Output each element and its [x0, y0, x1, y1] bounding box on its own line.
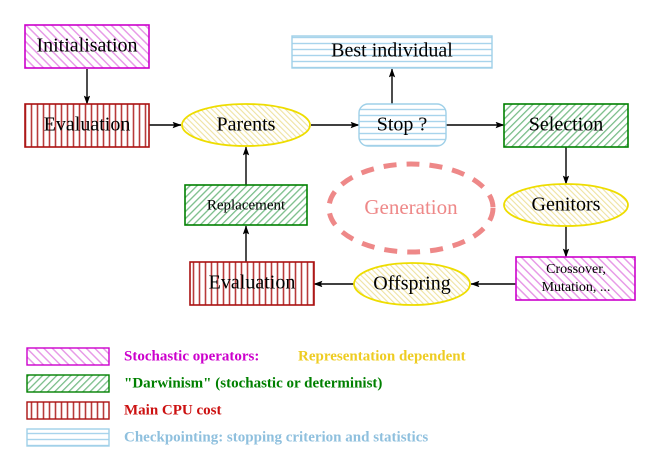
node-genitors[interactable]: Genitors [503, 183, 629, 227]
legend: Stochastic operators: Representation dep… [26, 347, 466, 447]
legend-swatch-darwinism [26, 374, 110, 393]
node-offspring[interactable]: Offspring [353, 262, 471, 306]
crossover-label-line2: Mutation, ... [542, 280, 611, 295]
legend-swatch-checkpointing [26, 428, 110, 447]
offspring-label: Offspring [373, 273, 450, 295]
stop-box[interactable] [358, 103, 447, 147]
node-crossover-mutation[interactable]: Crossover, Mutation, ... [515, 256, 636, 301]
legend-row-cpu: Main CPU cost [26, 401, 222, 420]
legend-row-darwinism: "Darwinism" (stochastic or determinist) [26, 374, 382, 393]
parents-label: Parents [217, 114, 276, 136]
edges-layer [83, 68, 570, 288]
genitors-label: Genitors [532, 194, 601, 216]
replacement-label: Replacement [207, 197, 286, 213]
legend-swatch-cpu [26, 401, 110, 420]
evaluation-bottom-label: Evaluation [209, 272, 296, 294]
legend-swatch-stochastic [26, 347, 110, 366]
evaluation-top-box[interactable] [24, 103, 150, 148]
legend-row-stochastic: Stochastic operators: Representation dep… [26, 347, 466, 366]
node-stop[interactable]: Stop ? [358, 103, 447, 147]
selection-box[interactable] [503, 103, 629, 148]
node-best-individual[interactable]: Best individual [291, 35, 493, 69]
best-individual-label: Best individual [331, 40, 453, 62]
legend-label-checkpointing: Checkpointing: stopping criterion and st… [124, 429, 428, 445]
node-generation: Generation [326, 161, 496, 255]
legend-label-representation: Representation dependent [298, 348, 466, 364]
genitors-ellipse[interactable] [503, 183, 629, 227]
node-evaluation-top[interactable]: Evaluation [24, 103, 150, 148]
node-replacement[interactable]: Replacement [184, 184, 308, 226]
node-selection[interactable]: Selection [503, 103, 629, 148]
legend-row-checkpointing: Checkpointing: stopping criterion and st… [26, 428, 428, 447]
parents-ellipse[interactable] [181, 103, 311, 147]
legend-label-stochastic: Stochastic operators: [124, 348, 259, 364]
node-evaluation-bottom[interactable]: Evaluation [189, 261, 315, 306]
initialisation-box[interactable] [24, 24, 150, 69]
crossover-box[interactable] [515, 256, 636, 301]
legend-label-cpu: Main CPU cost [124, 402, 222, 418]
generation-ellipse [326, 161, 496, 255]
offspring-ellipse[interactable] [353, 262, 471, 306]
replacement-box[interactable] [184, 184, 308, 226]
node-initialisation[interactable]: Initialisation [24, 24, 150, 69]
evaluation-top-label: Evaluation [44, 114, 131, 136]
stop-label: Stop ? [377, 114, 428, 136]
best-individual-box[interactable] [291, 35, 493, 69]
crossover-label-line1: Crossover, [546, 262, 606, 277]
initialisation-label: Initialisation [36, 35, 137, 57]
generation-label: Generation [364, 195, 458, 219]
evaluation-bottom-box[interactable] [189, 261, 315, 306]
legend-label-darwinism: "Darwinism" (stochastic or determinist) [124, 375, 382, 391]
node-parents[interactable]: Parents [181, 103, 311, 147]
selection-label: Selection [529, 114, 603, 136]
